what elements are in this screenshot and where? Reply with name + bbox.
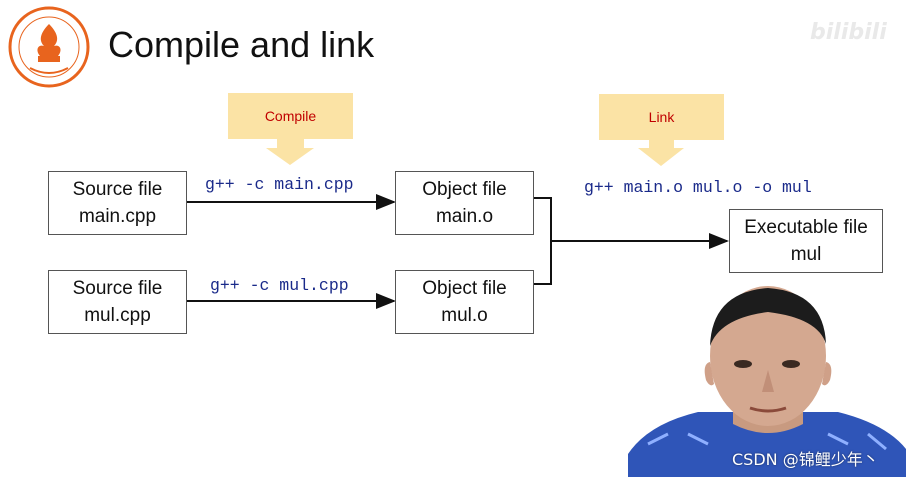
link-callout-label: Link: [648, 109, 675, 125]
link-command: g++ main.o mul.o -o mul: [584, 178, 812, 197]
box-line-1: Source file: [72, 278, 163, 299]
compile-mul-command: g++ -c mul.cpp: [210, 276, 349, 295]
link-callout-shape: [599, 94, 724, 166]
box-line-1: Object file: [422, 179, 507, 200]
slide-title: Compile and link: [108, 24, 375, 65]
link-bracket: [533, 197, 552, 285]
box-line-2: mul: [790, 244, 822, 265]
object-file-main-box: Object file main.o: [395, 171, 534, 235]
box-line-1: Object file: [422, 278, 507, 299]
box-line-1: Executable file: [744, 217, 868, 238]
csdn-watermark: CSDN @锦鲤少年丶: [732, 450, 879, 469]
box-line-1: Source file: [72, 179, 163, 200]
object-file-mul-box: Object file mul.o: [395, 270, 534, 334]
compile-callout-label: Compile: [264, 108, 317, 124]
presenter-video-icon: [628, 286, 906, 477]
source-file-mul-box: Source file mul.cpp: [48, 270, 187, 334]
compile-main-command: g++ -c main.cpp: [205, 175, 354, 194]
box-line-2: mul.o: [441, 305, 488, 326]
university-seal-icon: [8, 6, 90, 88]
box-line-2: main.o: [435, 206, 494, 227]
compile-callout-shape: [228, 93, 353, 165]
executable-file-box: Executable file mul: [729, 209, 883, 273]
bilibili-watermark: bilibili: [810, 20, 887, 45]
box-line-2: main.cpp: [78, 206, 157, 227]
source-file-main-box: Source file main.cpp: [48, 171, 187, 235]
box-line-2: mul.cpp: [84, 305, 151, 326]
